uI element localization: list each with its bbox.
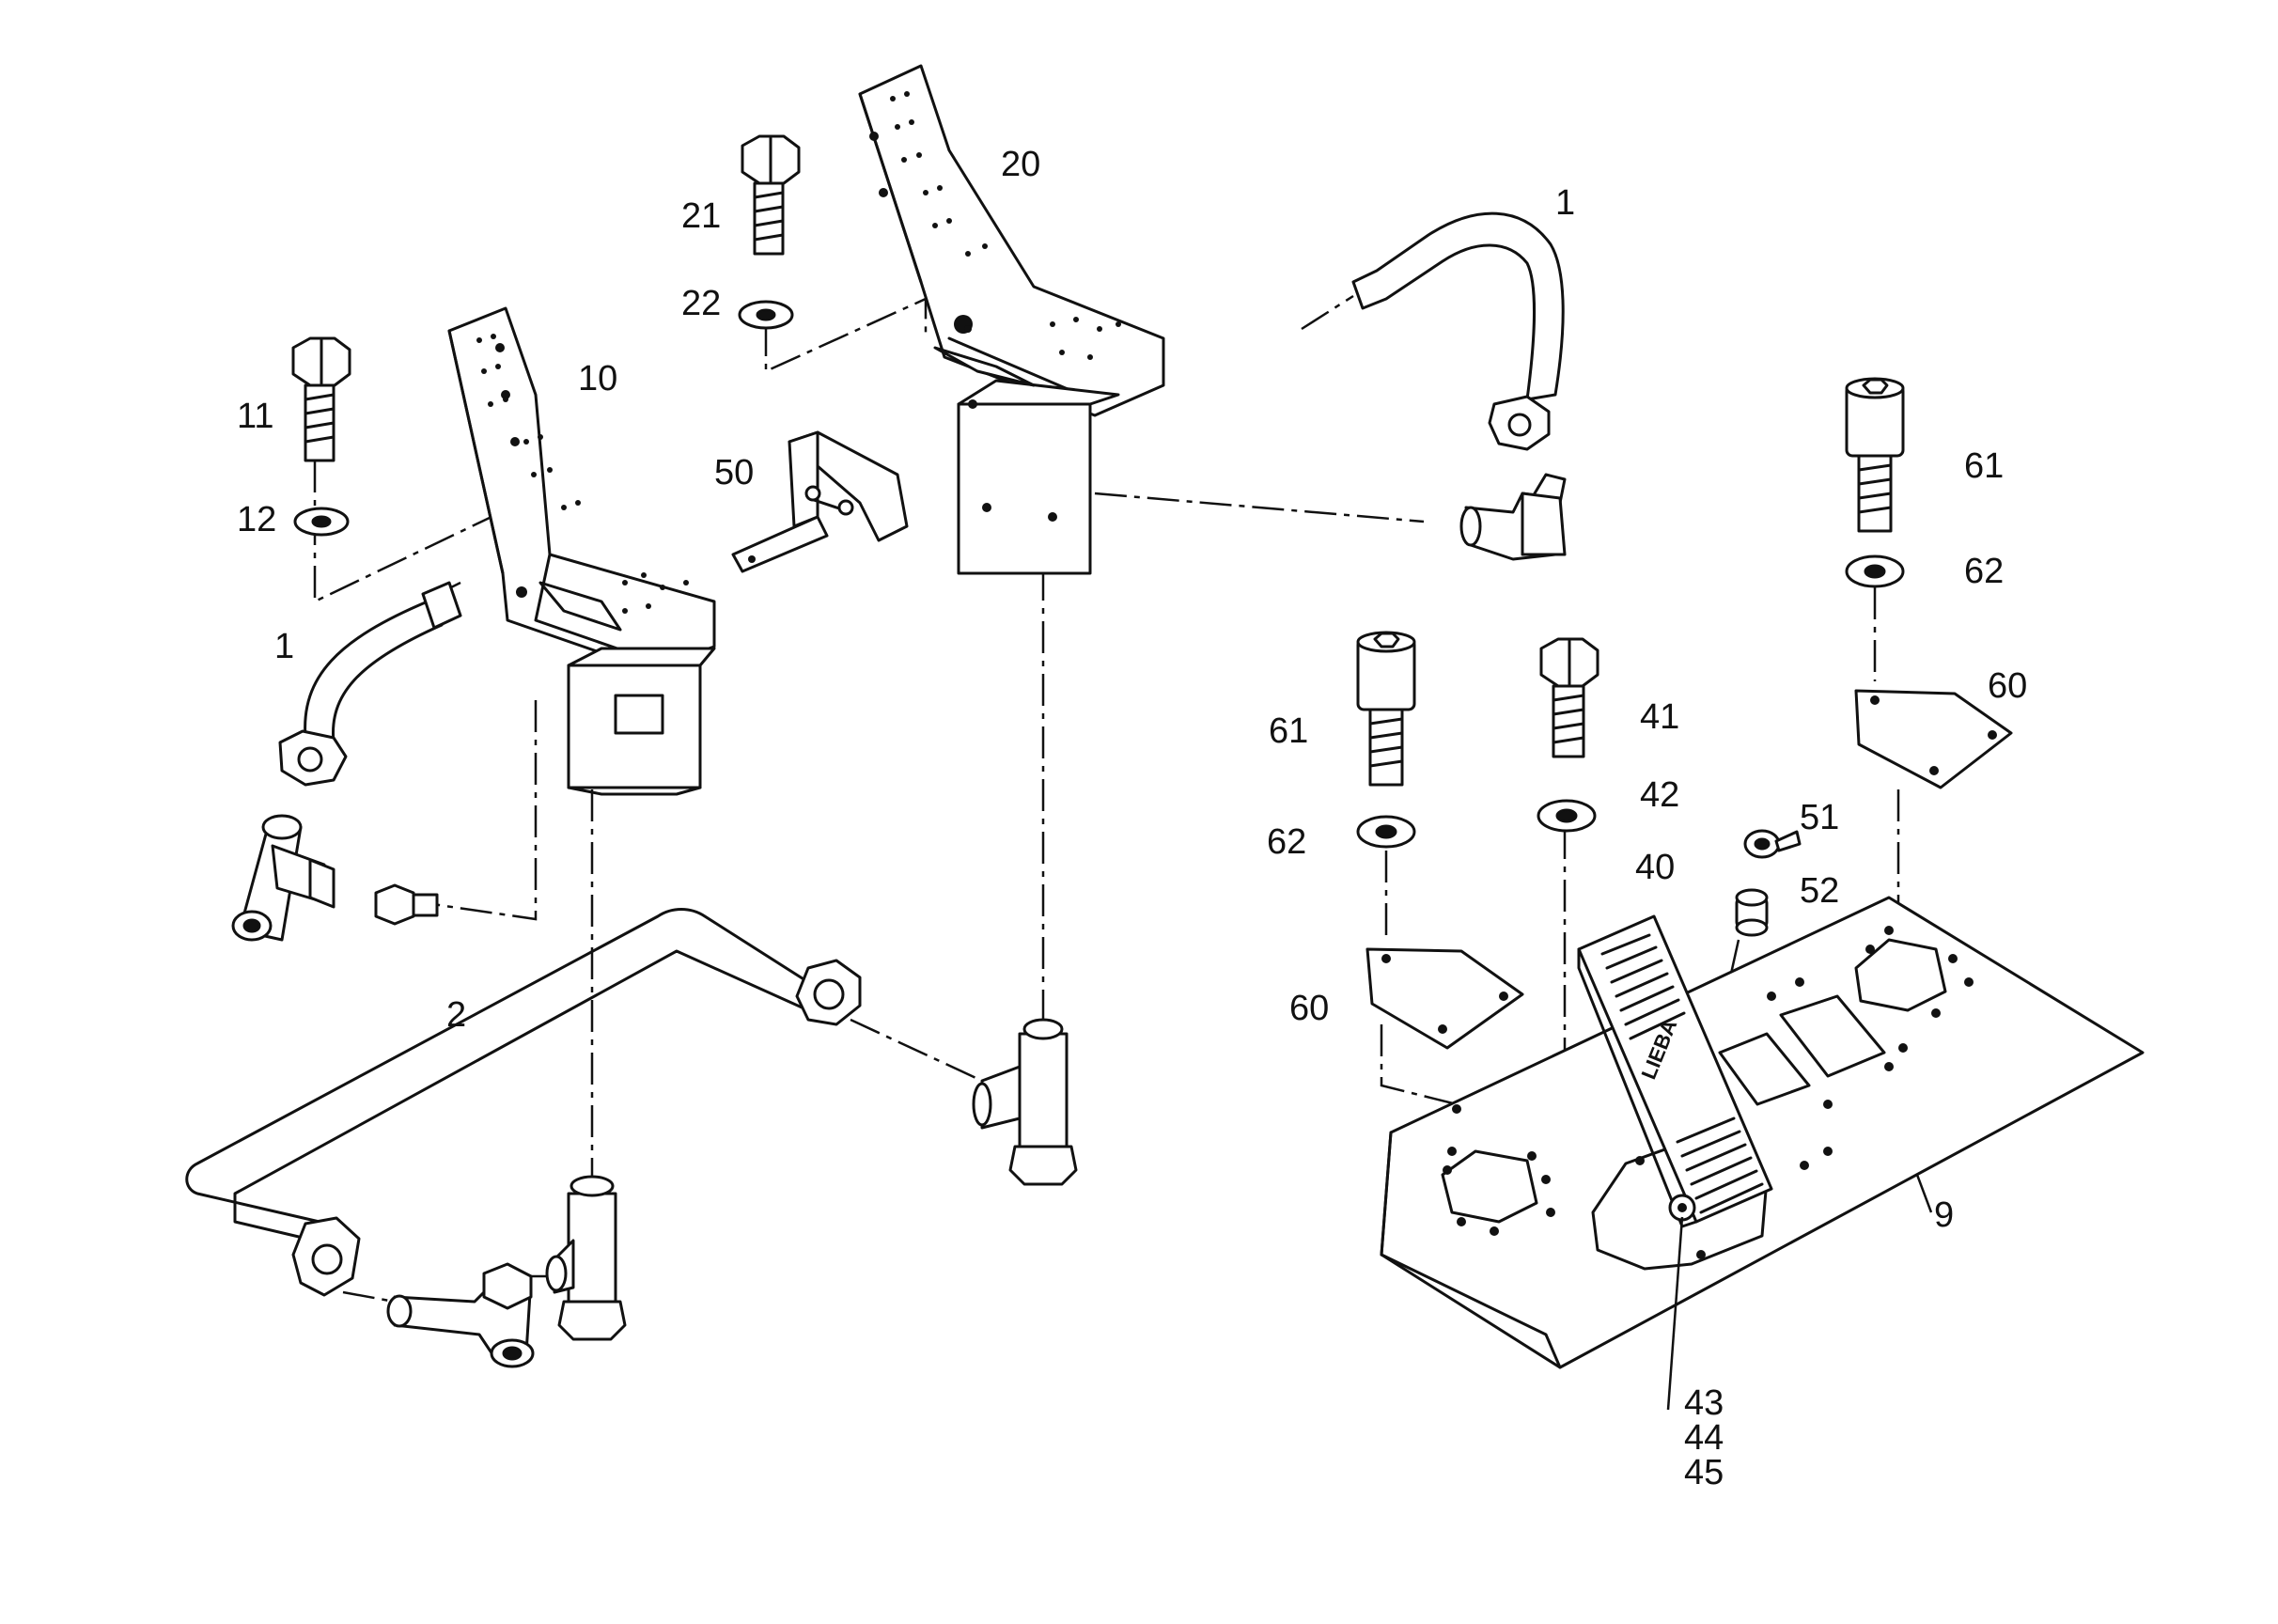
washer-22: [738, 300, 794, 330]
pedal-20-tread-holes: [890, 91, 1121, 360]
wing-nut-51: [1743, 829, 1802, 859]
callout-51: 51: [1800, 798, 1839, 837]
bracket-50: [731, 430, 909, 573]
callout-1-right: 1: [1555, 183, 1575, 223]
callout-61-right: 61: [1964, 446, 2004, 486]
washer-12: [293, 507, 350, 537]
callout-12: 12: [237, 500, 276, 539]
callout-61-left: 61: [1269, 711, 1308, 751]
callout-62-left: 62: [1267, 822, 1306, 862]
base-plate-9: [1380, 896, 2145, 1369]
bolt-61-left: [1356, 631, 1416, 787]
tee-fitting-center: [972, 1018, 1078, 1186]
leader-pedal20-to-right-tee: [1094, 492, 1425, 523]
bolt-41: [1539, 637, 1599, 758]
pedal-10-tread-holes: [476, 334, 689, 614]
callout-45: 45: [1684, 1453, 1724, 1492]
callout-43: 43: [1684, 1383, 1724, 1423]
washer-62-left: [1356, 815, 1416, 849]
callout-44: 44: [1684, 1418, 1724, 1458]
elbow-fitting-bottom: [386, 1262, 535, 1368]
tee-fitting-right: [1459, 473, 1567, 561]
callout-60-right: 60: [1988, 666, 2027, 706]
callout-1-left: 1: [274, 627, 294, 666]
callout-20: 20: [1001, 145, 1040, 184]
shim-plate-60-left: [1365, 947, 1524, 1050]
leader-pipe2-to-center-tee: [850, 1018, 983, 1083]
base-plate-holes: [1443, 926, 1974, 1236]
callout-22: 22: [681, 284, 721, 323]
leader-washer22-to-pedal20: [764, 297, 928, 373]
leader-pipe2-to-lower-tee: [342, 1290, 396, 1304]
leader-hose1-right-end: [1301, 294, 1354, 331]
leader-pedal10-to-fitting: [431, 700, 538, 921]
shim-plate-60-right: [1854, 689, 2013, 789]
callout-10: 10: [578, 359, 617, 398]
hose-1-right: [1351, 211, 1565, 451]
callout-labels: 1 1 2 9 10 11 12 20 21 22 40 41 42 43 44…: [237, 145, 2027, 1492]
callout-9-leader: [1915, 1174, 1933, 1213]
callout-2: 2: [446, 995, 466, 1035]
bolt-21: [741, 134, 801, 256]
pipe-2: [185, 908, 862, 1297]
callout-21: 21: [681, 196, 721, 236]
callout-9: 9: [1934, 1195, 1954, 1235]
callout-50: 50: [714, 453, 754, 492]
callout-11: 11: [237, 397, 273, 436]
nipple-fitting-left: [374, 883, 439, 926]
callout-52: 52: [1800, 871, 1839, 911]
washer-42: [1537, 799, 1597, 833]
pedal-40: LIEBA: [1577, 914, 1773, 1271]
washer-62-right: [1845, 554, 1905, 588]
tee-fitting-left: [231, 814, 335, 942]
pedal-10: [447, 306, 716, 796]
callout-43-leader: [1666, 1216, 1684, 1411]
leader-nut52-to-base: [1727, 939, 1740, 983]
callout-40: 40: [1635, 848, 1675, 887]
callout-62-right: 62: [1964, 552, 2004, 591]
hose-1-left: [278, 581, 462, 787]
pedal-20: [858, 64, 1165, 575]
callout-41: 41: [1640, 697, 1679, 737]
bushing-52: [1735, 888, 1769, 937]
bolt-61-right: [1845, 377, 1905, 533]
callout-42: 42: [1640, 775, 1679, 815]
bolt-11: [291, 336, 351, 462]
pedal-40-grip-pattern: [1600, 933, 1764, 1214]
callout-60-left: 60: [1289, 989, 1329, 1028]
tee-fitting-bottom: [545, 1175, 627, 1341]
